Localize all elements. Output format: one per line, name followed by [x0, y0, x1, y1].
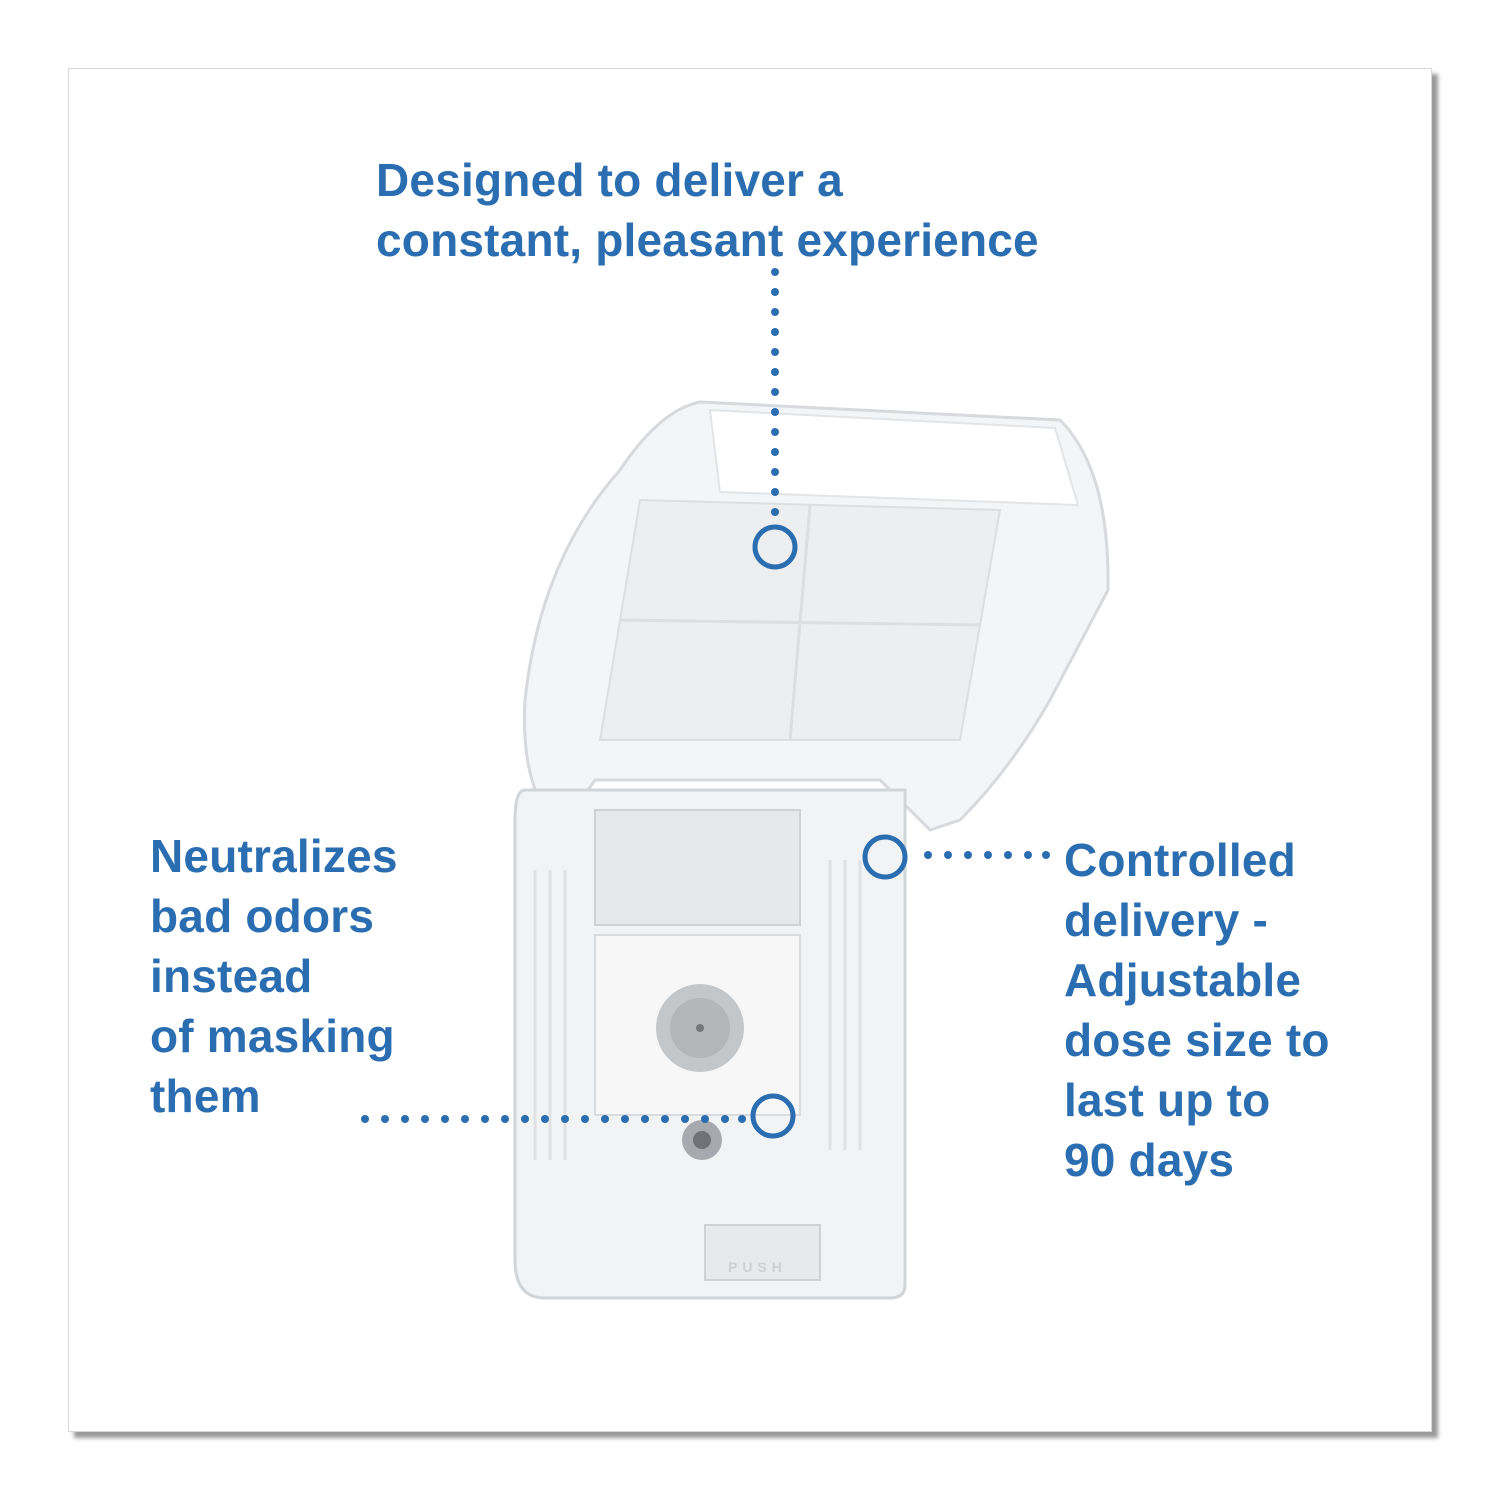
top-callout-marker: [752, 524, 798, 570]
right-dotted-line: [924, 851, 1050, 859]
dispenser-lid: [522, 400, 1110, 833]
right-callout-marker: [862, 834, 908, 880]
callout-lines: [361, 268, 1050, 1123]
dispenser-body: PUSH: [513, 788, 907, 1300]
callout-constant-experience: Designed to deliver a constant, pleasant…: [376, 154, 1039, 266]
push-label: PUSH: [728, 1259, 787, 1275]
top-dotted-line: [771, 268, 779, 516]
left-dotted-line: [361, 1115, 746, 1123]
callout-neutralizes-odors: Neutralizes bad odors instead of masking…: [150, 830, 398, 1122]
left-callout-marker: [750, 1093, 796, 1139]
callout-controlled-delivery: Controlled delivery - Adjustable dose si…: [1064, 834, 1330, 1186]
